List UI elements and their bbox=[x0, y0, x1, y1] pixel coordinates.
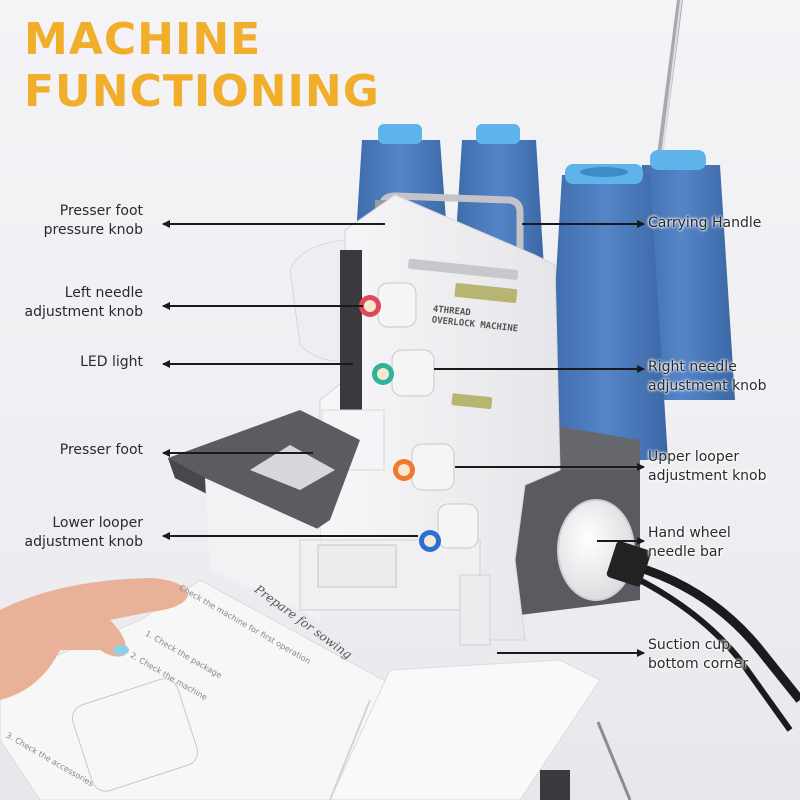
callout-text: adjustment knob bbox=[24, 304, 143, 320]
title-line-1: MACHINE bbox=[24, 14, 262, 65]
page-title: MACHINE FUNCTIONING bbox=[24, 14, 380, 118]
callout-text: Lower looper bbox=[52, 515, 143, 531]
pointer-arrow bbox=[162, 302, 363, 309]
callout-right-needle-adjustment-knob: Right needle adjustment knob bbox=[648, 358, 767, 396]
pointer-arrow bbox=[455, 463, 645, 470]
pointer-arrow bbox=[597, 537, 645, 544]
callout-text: Presser foot bbox=[59, 442, 143, 458]
pointer-arrow bbox=[522, 220, 645, 227]
callout-text: adjustment knob bbox=[648, 378, 767, 394]
callout-text: adjustment knob bbox=[24, 534, 143, 550]
callout-suction-cup-bottom-corner: Suction cup bottom corner bbox=[648, 636, 748, 674]
callout-text: Right needle bbox=[648, 359, 737, 375]
callout-text: adjustment knob bbox=[648, 468, 767, 484]
pointer-arrow bbox=[162, 220, 385, 227]
callout-upper-looper-adjustment-knob: Upper looper adjustment knob bbox=[648, 448, 767, 486]
callout-text: bottom corner bbox=[648, 656, 749, 672]
upper-looper-knob bbox=[393, 443, 455, 491]
left-needle-knob bbox=[359, 282, 417, 328]
callout-text: pressure knob bbox=[43, 222, 143, 238]
pointer-arrow bbox=[497, 649, 645, 656]
callout-presser-foot-pressure-knob: Presser foot pressure knob bbox=[0, 202, 143, 240]
callout-text: Suction cup bbox=[648, 637, 731, 653]
lower-looper-knob bbox=[419, 503, 479, 552]
right-needle-knob bbox=[372, 349, 435, 397]
callout-text: Hand wheel bbox=[648, 525, 731, 541]
pointer-arrow bbox=[162, 532, 418, 539]
callout-presser-foot: Presser foot bbox=[0, 441, 143, 460]
pointer-arrow bbox=[162, 360, 353, 367]
callout-hand-wheel-needle-bar: Hand wheel needle bar bbox=[648, 524, 731, 562]
pointer-arrow bbox=[434, 365, 645, 372]
callout-carrying-handle: Carrying Handle bbox=[648, 214, 761, 233]
callout-left-needle-adjustment-knob: Left needle adjustment knob bbox=[0, 284, 143, 322]
callout-text: Upper looper bbox=[648, 449, 740, 465]
callout-text: LED light bbox=[80, 354, 143, 370]
callout-text: Carrying Handle bbox=[648, 215, 762, 231]
callout-text: needle bar bbox=[648, 544, 724, 560]
callout-lower-looper-adjustment-knob: Lower looper adjustment knob bbox=[0, 514, 143, 552]
callout-text: Left needle bbox=[64, 285, 143, 301]
title-line-2: FUNCTIONING bbox=[24, 66, 380, 117]
callout-text: Presser foot bbox=[59, 203, 143, 219]
pointer-arrow bbox=[162, 449, 313, 456]
callout-led-light: LED light bbox=[0, 353, 143, 372]
